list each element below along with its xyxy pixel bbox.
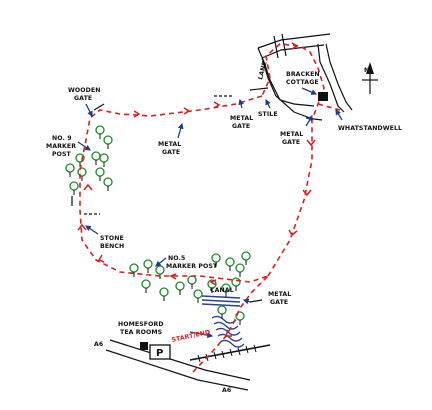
tree-icon (95, 125, 105, 139)
railway-line (189, 344, 271, 363)
tree-icon (187, 275, 197, 289)
label-metal-gate-mid-1: METAL (158, 141, 181, 148)
tree-icon (217, 305, 227, 319)
tree-icon (211, 253, 221, 267)
gate-markers (71, 87, 323, 303)
tree-icon (103, 177, 113, 191)
tree-icon (155, 265, 165, 279)
label-metal-gate-top-1: METAL (230, 115, 253, 122)
label-no9-3: POST (52, 151, 72, 158)
tree-icon (193, 289, 203, 303)
tree-icon (241, 251, 251, 265)
label-metal-gate-mid-2: GATE (162, 149, 180, 156)
label-no9-1: NO. 9 (52, 135, 72, 142)
label-lane: LANE (257, 61, 269, 81)
tree-icon (69, 181, 79, 195)
tree-icon (99, 153, 109, 167)
tree-icon (129, 263, 139, 277)
label-bracken-2: COTTAGE (286, 79, 319, 86)
label-whatstandwell: WHATSTANDWELL (338, 125, 402, 132)
label-no9-2: MARKER (46, 143, 76, 150)
label-wooden-gate-1: WOODEN (68, 87, 101, 94)
label-a6-left: A6 (94, 341, 103, 348)
label-canal: CANAL (210, 287, 234, 294)
tree-icon (65, 163, 75, 177)
label-tea-rooms-2: TEA ROOMS (120, 329, 162, 336)
tree-icon (141, 279, 151, 293)
label-stile: STILE (258, 111, 278, 118)
tree-icon (143, 259, 153, 273)
tree-icon (175, 281, 185, 295)
label-a6-right: A6 (222, 387, 231, 394)
label-stone-bench-1: STONE (100, 235, 124, 242)
label-metal-gate-right-2: GATE (282, 139, 300, 146)
label-bracken-1: BRACKEN (286, 71, 320, 78)
north-label: N (364, 67, 369, 74)
tree-icon (231, 277, 241, 291)
canal (201, 295, 241, 307)
river (211, 315, 245, 348)
tree-icon (235, 311, 245, 325)
lane-road (257, 33, 353, 119)
tree-icon (103, 135, 113, 149)
label-no5-1: NO.5 (168, 255, 185, 262)
tree-icon (91, 151, 101, 165)
trees (65, 125, 251, 325)
label-start-end: START/END (171, 329, 211, 344)
label-pointers (77, 87, 343, 339)
tea-rooms-building (140, 342, 148, 350)
tree-icon (207, 279, 217, 293)
label-metal-gate-right-1: METAL (280, 131, 303, 138)
label-stone-bench-2: BENCH (100, 243, 124, 250)
label-metal-gate-top-2: GATE (232, 123, 250, 130)
tree-icon (159, 287, 169, 301)
tree-icon (77, 167, 87, 181)
parking-label: P (156, 348, 163, 359)
tree-icon (95, 167, 105, 181)
tree-icon (235, 263, 245, 277)
a6-road (105, 339, 251, 391)
tree-icon (75, 153, 85, 167)
bracken-cottage-building (318, 92, 328, 101)
label-tea-rooms-1: HOMESFORD (118, 321, 164, 328)
parking-icon: P (149, 344, 171, 360)
label-metal-gate-canal-2: GATE (270, 299, 288, 306)
tree-icon (221, 283, 231, 297)
north-arrow-icon: N (362, 62, 378, 94)
route-direction-arrows (77, 42, 316, 337)
label-wooden-gate-2: GATE (74, 95, 92, 102)
tree-icon (225, 257, 235, 271)
label-metal-gate-canal-1: METAL (268, 291, 291, 298)
label-no5-2: MARKER POST (166, 263, 218, 270)
